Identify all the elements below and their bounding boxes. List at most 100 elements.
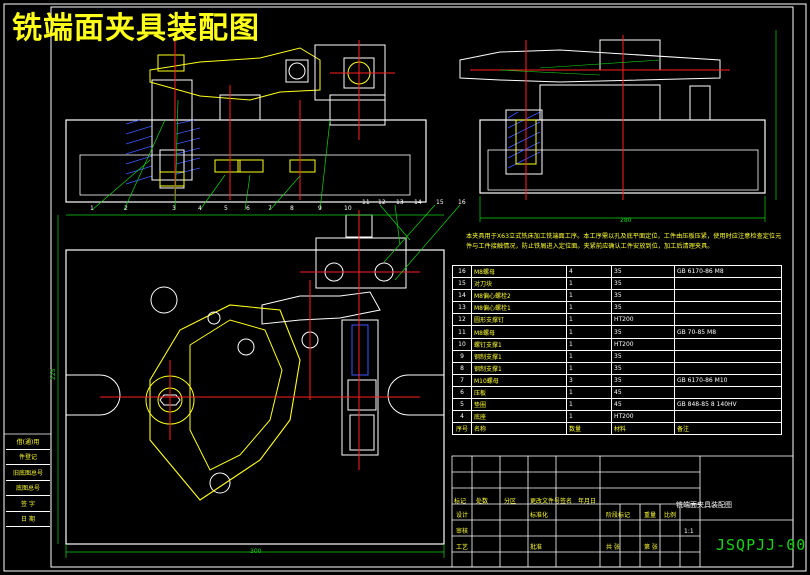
bom-cell: M8偏心螺栓2 [471,289,567,303]
tb-design: 设计 [456,512,469,519]
bom-cell: 压板 [471,385,567,400]
callout-11: 11 [362,199,370,206]
bom-cell: 35 [611,349,675,363]
bom-cell: 35 [611,361,675,375]
bom-cell: 1 [566,289,612,303]
tb-change-doc: 更改文件号 [530,498,561,505]
bom-header-row: 序号名称数量材料备注 [452,422,782,436]
bom-header-cell: 序号 [452,422,472,436]
bom-cell: 1 [566,385,612,400]
bom-cell: M8螺母 [471,325,567,339]
technical-requirements-note: 本夹具用于X63立式铣床加工铣端面工序。本工序需以孔及底平面定位，工件由压板压紧… [466,233,782,250]
bom-cell: 1 [566,398,612,412]
callout-16: 16 [458,199,466,206]
bom-cell: 3 [566,373,612,387]
bom-cell: 13 [452,301,472,315]
bom-cell [674,289,782,303]
side-label: 借(通)用 [6,434,50,450]
tb-mark: 标记 [454,498,467,505]
bom-header-cell: 名称 [471,422,567,436]
bom-cell: 底座 [471,410,567,424]
bom-cell: 对刀块 [471,277,567,291]
callout-3: 3 [172,205,176,212]
drawing-frame [50,6,794,568]
bom-cell: 1 [566,277,612,291]
dim-height: 225 [50,368,57,380]
side-register-labels: 借(通)用 件登记 旧底图总号 底图总号 签 字 日 期 [6,434,50,527]
bom-cell: HT200 [611,313,675,327]
bom-cell: GB 6170-86 M10 [674,373,782,387]
bom-cell: GB 848-85 8 140HV [674,398,782,412]
bom-cell: 10 [452,337,472,351]
tb-weight: 重量 [644,512,657,519]
tb-sign: 签名 [560,498,573,505]
bom-cell: 7 [452,373,472,387]
bom-cell: 圆形支撑钉 [471,313,567,327]
bom-cell: 45 [611,385,675,400]
drawing-name: 铣端面夹具装配图 [676,501,732,509]
side-label: 件登记 [6,450,50,465]
bom-cell [674,277,782,291]
bom-cell: 45 [611,398,675,412]
drawing-code: JSQPJJ-00 [716,536,807,554]
bom-cell: 钢制支撑1 [471,361,567,375]
side-view [459,35,766,200]
bom-cell: M8螺母 [471,264,567,279]
bom-cell: 8 [452,361,472,375]
tb-scale-value: 1:1 [684,528,694,535]
bom-cell: 16 [452,264,472,279]
callout-10: 10 [344,205,352,212]
plan-view [57,204,461,558]
callout-13: 13 [396,199,404,206]
callout-4: 4 [198,205,202,212]
tb-sheet-no: 第 张 [644,544,658,551]
bom-header-cell: 备注 [674,422,782,436]
tb-review: 审核 [456,528,469,535]
tb-scale: 比例 [664,512,677,519]
tb-zone: 分区 [504,498,517,505]
bom-cell: 5 [452,398,472,412]
tb-date: 年月日 [578,498,597,505]
bom-cell: 35 [611,301,675,315]
callout-8: 8 [290,205,294,212]
side-label: 底图总号 [6,481,50,496]
bom-cell [674,337,782,351]
bom-cell: GB 70-85 M8 [674,325,782,339]
bom-cell: 1 [566,301,612,315]
tb-standard: 标准化 [530,512,549,519]
bom-cell: 钢制支撑1 [471,349,567,363]
bom-cell: 35 [611,373,675,387]
bom-cell [674,349,782,363]
side-label: 日 期 [6,512,50,527]
callout-numbers: 1 2 3 4 5 6 7 8 9 10 11 12 13 14 15 16 [90,199,466,212]
callout-5: 5 [224,205,228,212]
tb-process: 工艺 [456,544,469,551]
bom-cell: 1 [566,410,612,424]
callout-1: 1 [90,205,94,212]
bom-cell: 1 [566,313,612,327]
bom-header-cell: 数量 [566,422,612,436]
callout-6: 6 [246,205,250,212]
top-dimension [479,30,777,222]
tb-approve: 批准 [530,544,543,551]
bom-cell: HT200 [611,337,675,351]
bom-cell: GB 6170-86 M8 [674,264,782,279]
bom-cell [674,385,782,400]
bom-cell: 12 [452,313,472,327]
bom-cell: 1 [566,361,612,375]
bom-cell: 4 [566,264,612,279]
bom-cell: 35 [611,277,675,291]
